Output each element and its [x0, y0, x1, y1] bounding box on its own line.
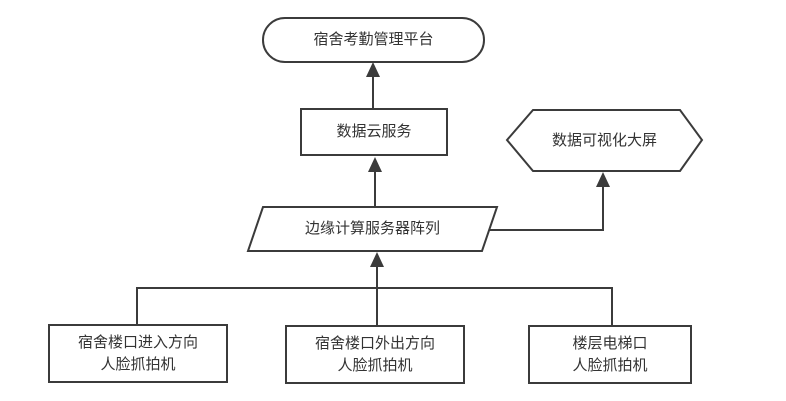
arrowhead-platform	[366, 62, 380, 77]
node-cloud-service-label: 数据云服务	[336, 123, 412, 141]
arrowhead-cloud	[368, 157, 382, 172]
node-platform: 宿舍考勤管理平台	[262, 17, 485, 63]
node-data-screen: 数据可视化大屏	[507, 110, 702, 171]
node-edge-server-array: 边缘计算服务器阵列	[248, 207, 497, 251]
arrowhead-screen	[596, 172, 610, 187]
edge-servers-to-screen	[489, 186, 604, 231]
node-camera-entry: 宿舍楼口进入方向 人脸抓拍机	[48, 324, 228, 383]
node-camera-entry-label: 宿舍楼口进入方向 人脸抓拍机	[77, 333, 198, 373]
node-edge-server-array-label: 边缘计算服务器阵列	[304, 220, 440, 238]
edge-bus-line	[136, 287, 613, 325]
node-cloud-service: 数据云服务	[300, 108, 448, 156]
node-camera-elevator: 楼层电梯口 人脸抓拍机	[528, 325, 692, 384]
parallelogram-shape	[246, 206, 499, 252]
node-camera-elevator-label: 楼层电梯口 人脸抓拍机	[572, 334, 648, 374]
arrowhead-servers	[370, 252, 384, 267]
node-data-screen-label: 数据可视化大屏	[551, 131, 657, 149]
node-camera-exit-label: 宿舍楼口外出方向 人脸抓拍机	[314, 334, 435, 374]
hexagon-shape	[505, 109, 704, 172]
node-camera-exit: 宿舍楼口外出方向 人脸抓拍机	[285, 325, 465, 384]
node-platform-label: 宿舍考勤管理平台	[313, 31, 434, 49]
